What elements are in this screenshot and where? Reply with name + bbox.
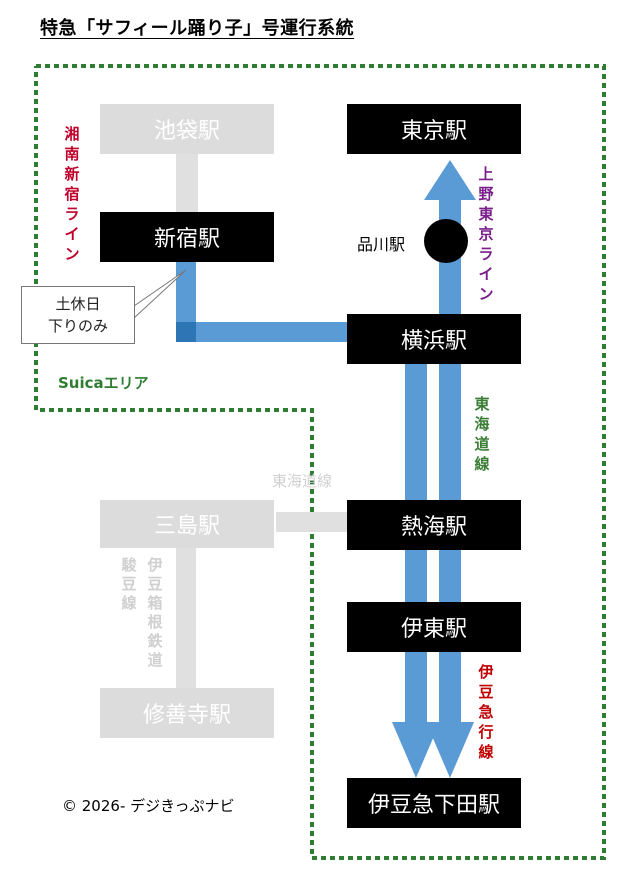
arrow-down-left — [392, 722, 440, 778]
arrow-down-right — [426, 722, 474, 778]
station-shinagawa-label: 品川駅 — [357, 235, 406, 254]
line-label-sunzu: 駿豆線 — [121, 556, 137, 612]
link-ikebukuro-shinjuku — [176, 152, 198, 214]
station-izukyu-shimoda: 伊豆急下田駅 — [347, 778, 521, 828]
station-ito: 伊東駅 — [347, 602, 521, 652]
line-label-ueno-tokyo: 上野東京ライン — [478, 165, 494, 303]
station-mishima: 三島駅 — [100, 500, 274, 548]
link-mishima-atami — [276, 512, 348, 532]
station-atami: 熱海駅 — [347, 500, 521, 550]
line-label-izukyu: 伊豆急行線 — [478, 663, 494, 761]
arrow-up-to-tokyo — [424, 160, 476, 200]
suica-area-label: Suicaエリア — [58, 374, 149, 392]
copyright: © 2026- デジきっぷナビ — [62, 797, 235, 815]
station-shinjuku: 新宿駅 — [100, 212, 274, 262]
shinagawa-marker — [424, 219, 468, 263]
page-title: 特急「サフィール踊り子」号運行系統 — [40, 18, 355, 39]
station-yokohama: 横浜駅 — [347, 314, 521, 364]
route-shinjuku-yokohama — [176, 322, 348, 342]
line-label-shonan-shinjuku: 湘南新宿ライン — [64, 125, 80, 263]
line-label-tokaido-gray: 東海道線 — [272, 472, 333, 490]
line-label-izuhakone: 伊豆箱根鉄道 — [147, 556, 163, 669]
station-ikebukuro: 池袋駅 — [100, 104, 274, 154]
route-shinjuku-down — [176, 260, 196, 342]
callout-line-2: 下りのみ — [47, 317, 108, 335]
route-corner — [176, 322, 196, 342]
suica-area-boundary — [34, 64, 606, 860]
link-mishima-shuzenji — [176, 546, 196, 690]
callout-weekend-down-only: 土休日 下りのみ — [21, 286, 135, 344]
line-label-tokaido: 東海道線 — [474, 395, 490, 473]
callout-line-1: 土休日 — [55, 295, 101, 313]
station-shuzenji: 修善寺駅 — [100, 688, 274, 738]
station-tokyo: 東京駅 — [347, 104, 521, 154]
